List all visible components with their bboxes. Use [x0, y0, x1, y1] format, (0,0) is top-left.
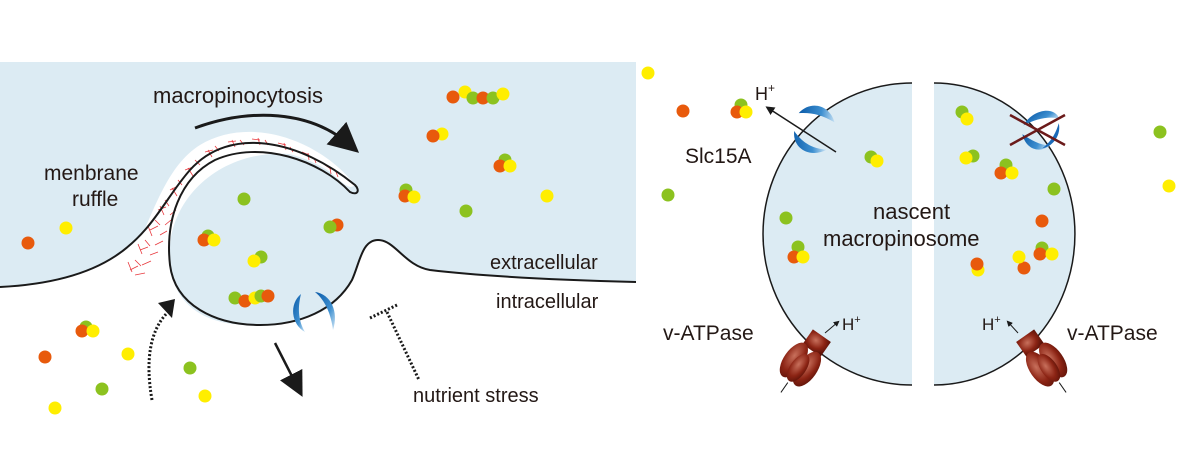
nutrient-dot [661, 188, 675, 202]
label-vatpase-left: v-ATPase [663, 322, 754, 345]
downstream-arrow-icon [273, 342, 303, 397]
nutrient-dot [459, 204, 473, 218]
label-vatpase-right: v-ATPase [1067, 322, 1158, 345]
label-membrane-ruffle-2: ruffle [72, 188, 118, 211]
nutrient-dot [1035, 214, 1049, 228]
activation-arrowhead [158, 299, 175, 318]
nutrient-dot [183, 361, 197, 375]
label-intracellular: intracellular [496, 291, 599, 313]
nutrient-dot [207, 233, 221, 247]
cross-icon [1009, 113, 1066, 147]
vatpase-icon [1016, 329, 1068, 393]
nutrient-dot [796, 250, 810, 264]
nutrient-dot [466, 91, 480, 105]
nutrient-dot [1045, 247, 1059, 261]
extracellular-region [0, 62, 636, 325]
nutrient-dot [970, 257, 984, 271]
nutrient-dot [476, 91, 490, 105]
slc15a-transporter-blocked-icon [1009, 110, 1066, 150]
nutrient-dot [323, 220, 337, 234]
plasma-membrane [0, 141, 637, 327]
nutrient-dot [407, 190, 421, 204]
nutrient-dot [228, 291, 242, 305]
label-h-plus-vatpase-right: H+ [982, 314, 1001, 334]
nutrient-dot [38, 350, 52, 364]
label-macropinosome: macropinosome [823, 226, 980, 251]
nutrient-dot [446, 90, 460, 104]
nutrient-dot [247, 254, 261, 268]
nutrient-dot [730, 105, 744, 119]
nutrient-dot [994, 166, 1008, 180]
nutrient-dot [540, 189, 554, 203]
nutrient-dot [787, 250, 801, 264]
label-h-plus-vatpase-left: H+ [842, 314, 861, 334]
label-macropinocytosis: macropinocytosis [153, 83, 323, 108]
membrane-ruffle [120, 131, 355, 285]
nutrient-dot [791, 240, 805, 254]
nutrient-dot [676, 104, 690, 118]
proton-arrow-icon [1006, 320, 1019, 334]
nutrient-dot [959, 151, 973, 165]
label-nutrient-stress: nutrient stress [413, 385, 539, 407]
dotted-activation-arrow-icon [147, 310, 170, 401]
nutrient-dot [739, 105, 753, 119]
nutrient-dot [779, 211, 793, 225]
nutrient-dot [486, 91, 500, 105]
nutrient-dot [496, 87, 510, 101]
label-extracellular: extracellular [490, 252, 598, 274]
nutrient-dot [48, 401, 62, 415]
nutrient-dot [1017, 261, 1031, 275]
nutrient-dot [1047, 182, 1061, 196]
nutrient-dot [1153, 125, 1167, 139]
nutrient-dot [121, 347, 135, 361]
inhibition-tbar-icon [369, 303, 421, 381]
nutrient-dot [75, 324, 89, 338]
nutrient-dot [503, 159, 517, 173]
proton-arrow-icon [765, 106, 837, 153]
right-panel: H+ Slc15A nascent macropinosome H+ [663, 81, 1158, 393]
nutrient-dot [641, 66, 655, 80]
proton-arrow-icon [824, 320, 840, 334]
label-h-plus-slc15a: H+ [755, 81, 775, 104]
macropinocytosis-arrow-icon [194, 113, 360, 153]
slc15a-transporter-icon [794, 105, 835, 153]
nutrient-dot [960, 112, 974, 126]
nutrient-dot [197, 233, 211, 247]
nutrient-dot [426, 129, 440, 143]
nutrient-dot [1012, 250, 1026, 264]
left-panel: macropinocytosis menbrane ruffle extrace… [0, 62, 637, 407]
label-nascent: nascent [873, 199, 950, 224]
nutrient-dot [870, 154, 884, 168]
label-slc15a: Slc15A [685, 145, 752, 168]
nutrient-dot [261, 289, 275, 303]
nutrient-dot [1005, 166, 1019, 180]
nutrient-dot [1033, 247, 1047, 261]
nutrient-dot [198, 389, 212, 403]
nutrient-dot [1162, 179, 1176, 193]
slc15a-transporter-icon [293, 292, 335, 332]
nutrient-dot [238, 294, 252, 308]
vatpase-icon [779, 329, 831, 393]
nutrient-dots [21, 66, 1176, 415]
nutrient-dot [95, 382, 109, 396]
nutrient-dot [237, 192, 251, 206]
label-membrane-ruffle-1: menbrane [44, 162, 139, 185]
nutrient-dot [86, 324, 100, 338]
nutrient-dot [493, 159, 507, 173]
nutrient-dot [21, 236, 35, 250]
nutrient-dot [59, 221, 73, 235]
